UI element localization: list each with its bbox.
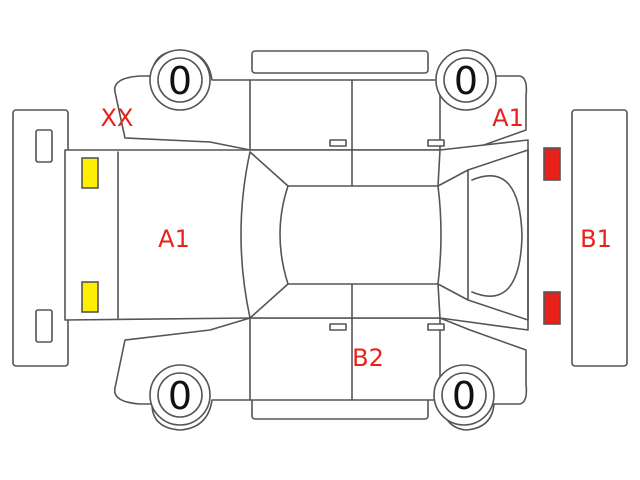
tread-reading-front-right: 0 — [168, 374, 192, 418]
mark-rear-bumper: B1 — [580, 225, 612, 253]
mark-rear-left-door: B2 — [352, 344, 384, 372]
taillight-left — [543, 147, 561, 181]
mark-hood: A1 — [158, 225, 190, 253]
tread-reading-front-left: 0 — [168, 59, 192, 103]
tire-rear-right: 0 — [433, 364, 495, 426]
mark-front-right-fender: A1 — [492, 104, 524, 132]
left-side-skirt — [251, 50, 429, 74]
tread-reading-rear-left: 0 — [454, 59, 478, 103]
headlight-left — [81, 157, 99, 189]
tire-rear-left: 0 — [435, 49, 497, 111]
rear-bumper — [571, 109, 628, 367]
headlight-right — [81, 281, 99, 313]
car-body-top-view — [64, 139, 529, 331]
tread-reading-rear-right: 0 — [452, 374, 476, 418]
tire-front-left: 0 — [149, 49, 211, 111]
front-bumper — [12, 109, 69, 367]
mark-front-left-corner: XX — [101, 104, 134, 132]
tire-front-right: 0 — [149, 364, 211, 426]
taillight-right — [543, 291, 561, 325]
